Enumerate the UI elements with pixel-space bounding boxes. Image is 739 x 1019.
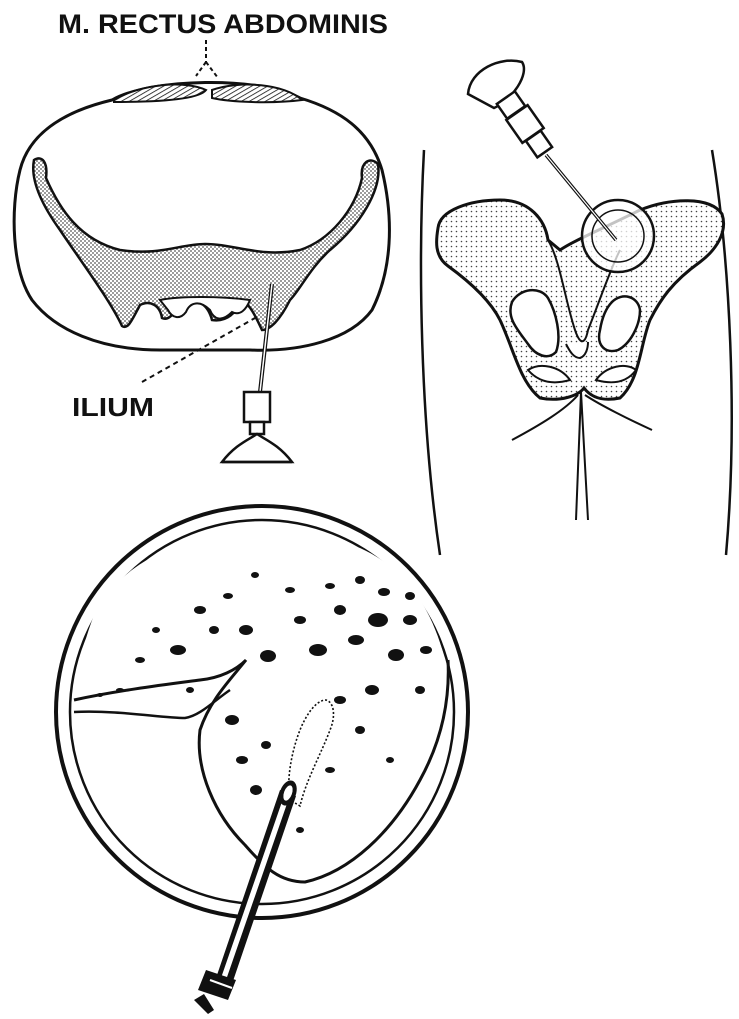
magnified-bone-marrow-view	[56, 506, 468, 1014]
body-cross-section-outline	[14, 82, 389, 350]
rectus-abdominis-right	[212, 85, 302, 103]
gluteal-fold-left	[512, 395, 578, 440]
pelvis-cross-section: M. RECTUS ABDOMINIS ILIUM	[14, 9, 389, 462]
leg-separation	[576, 392, 588, 520]
gluteal-fold-right	[585, 395, 652, 430]
biopsy-needle-handle	[222, 392, 292, 462]
ilium-label: ILIUM	[72, 392, 154, 422]
muscle-label: M. RECTUS ABDOMINIS	[58, 9, 388, 39]
pelvis-frontal-view	[421, 61, 732, 555]
body-contour-left	[421, 150, 440, 555]
muscle-leader-line	[196, 40, 218, 78]
pelvis-bone	[437, 200, 724, 399]
